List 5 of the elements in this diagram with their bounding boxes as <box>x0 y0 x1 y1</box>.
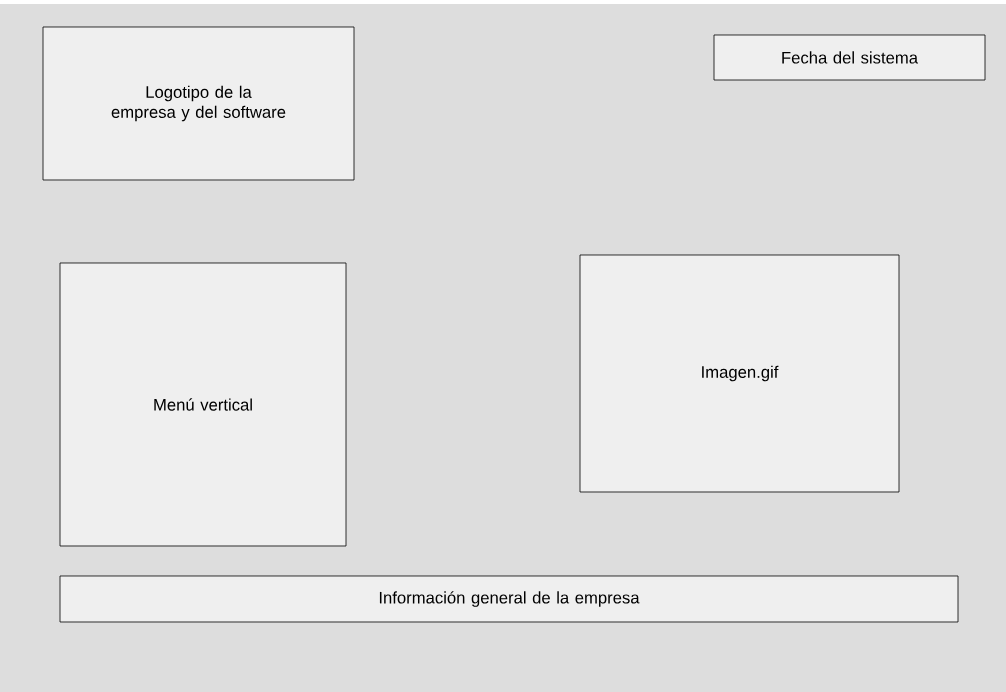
image-placeholder-box: Imagen.gif <box>579 254 900 493</box>
menu-box: Menú vertical <box>59 262 347 547</box>
info-bar: Información general de la empresa <box>59 575 959 623</box>
header-box: Logotipo de la empresa y del software <box>42 26 355 181</box>
date-box: Fecha del sistema <box>713 34 986 81</box>
